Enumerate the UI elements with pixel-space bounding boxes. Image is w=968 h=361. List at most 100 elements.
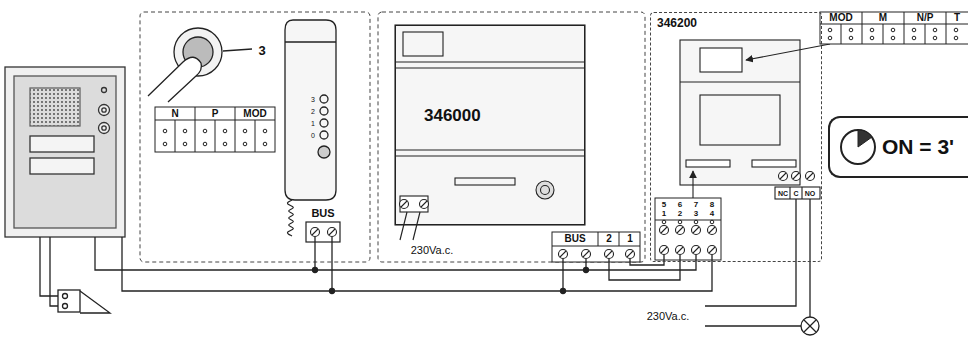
config-table <box>155 107 275 152</box>
pin-number: 2 <box>678 210 682 218</box>
device-346200 <box>680 40 830 199</box>
device-346000 <box>395 25 585 240</box>
handset-cord <box>287 200 293 236</box>
device-346200 <box>700 48 742 72</box>
bus-wires <box>562 259 563 291</box>
pin-number: 4 <box>710 210 714 218</box>
mode-table <box>820 12 968 44</box>
device-346200 <box>686 160 730 167</box>
push-button <box>148 57 201 102</box>
screw-terminals <box>676 246 685 255</box>
table-header: MOD <box>829 13 852 23</box>
lamp-circuit <box>804 320 816 332</box>
pin-number: 1 <box>662 210 666 218</box>
screw-terminals <box>709 227 715 233</box>
bus-wires <box>630 255 664 265</box>
door-lock <box>63 294 68 299</box>
screw-terminals <box>660 226 669 235</box>
door-panel <box>99 123 110 134</box>
handset <box>320 119 328 127</box>
pin-number: 5 <box>662 201 666 209</box>
device-346200 <box>746 44 830 60</box>
screw-terminals <box>223 142 227 146</box>
device-346000 <box>536 181 554 199</box>
bus-wires <box>330 289 335 294</box>
screw-terminals <box>662 220 666 224</box>
device-box: 346000 <box>395 25 585 225</box>
device-346200 <box>789 187 790 199</box>
screw-terminals <box>954 28 958 32</box>
device-346000 <box>395 155 585 156</box>
screw-terminals <box>780 173 786 179</box>
bus-wires <box>95 237 712 294</box>
screw-terminals <box>678 220 682 224</box>
screw-terminals <box>693 227 699 233</box>
handset <box>285 41 336 42</box>
handset <box>318 146 330 158</box>
table-header: P <box>212 109 219 119</box>
terminal-block <box>598 232 599 246</box>
bus-wires <box>122 237 712 291</box>
relay-pin: C <box>793 190 798 197</box>
screw-terminals <box>605 250 614 259</box>
terminal-label: 2 <box>606 234 612 244</box>
pin-number: 3 <box>694 210 698 218</box>
push-button <box>223 49 252 51</box>
handset <box>320 131 328 139</box>
mode-table <box>820 12 968 44</box>
callout-number: 3 <box>258 44 265 57</box>
terminal-block <box>655 198 721 260</box>
screw-terminals <box>223 129 227 133</box>
screw-terminals <box>420 200 429 209</box>
screw-terminals <box>708 246 717 255</box>
node-label: 346200 <box>657 16 821 30</box>
terminal-block <box>552 246 640 247</box>
screw-terminals <box>870 36 874 40</box>
screw-terminals <box>400 200 409 209</box>
button-number: 0 <box>311 132 315 139</box>
timer-box: ON = 3' <box>828 116 968 178</box>
door-lock <box>40 237 110 313</box>
group-outlines <box>140 12 645 262</box>
screw-terminals <box>582 250 591 259</box>
screw-terminals <box>243 142 247 146</box>
bus-wires <box>561 289 566 294</box>
handset <box>320 95 328 103</box>
screw-terminals <box>933 28 937 32</box>
module-group: 346200 <box>650 12 822 262</box>
lamp-circuit <box>705 199 819 335</box>
door-panel <box>99 105 110 116</box>
terminal-block <box>552 232 640 262</box>
door-lock <box>50 237 58 306</box>
screw-terminals <box>626 250 635 259</box>
table-header: N/P <box>917 13 934 23</box>
screw-terminals <box>660 246 669 255</box>
screw-terminals <box>792 172 801 181</box>
supply-label: 230Va.c. <box>411 245 454 256</box>
group-outlines <box>378 12 645 262</box>
screw-terminals <box>677 227 683 233</box>
screw-terminals <box>891 36 895 40</box>
door-panel <box>30 158 94 174</box>
screw-terminals <box>312 229 318 235</box>
button-number: 2 <box>311 108 315 115</box>
table-header: T <box>954 13 960 23</box>
config-table <box>195 107 196 152</box>
table-header: MOD <box>243 109 266 119</box>
config-table <box>255 120 256 152</box>
config-table <box>215 120 216 152</box>
door-panel <box>5 67 125 237</box>
config-table <box>235 107 236 152</box>
screw-terminals <box>421 201 427 207</box>
timer-clock <box>858 130 872 147</box>
door-panel <box>30 88 80 126</box>
terminal-block <box>306 222 340 242</box>
terminal-label: BUS <box>311 208 334 219</box>
device-346000 <box>400 196 428 212</box>
screw-terminals <box>559 250 568 259</box>
device-346000 <box>541 186 550 195</box>
screw-terminals <box>912 28 916 32</box>
device-346200 <box>752 160 796 167</box>
